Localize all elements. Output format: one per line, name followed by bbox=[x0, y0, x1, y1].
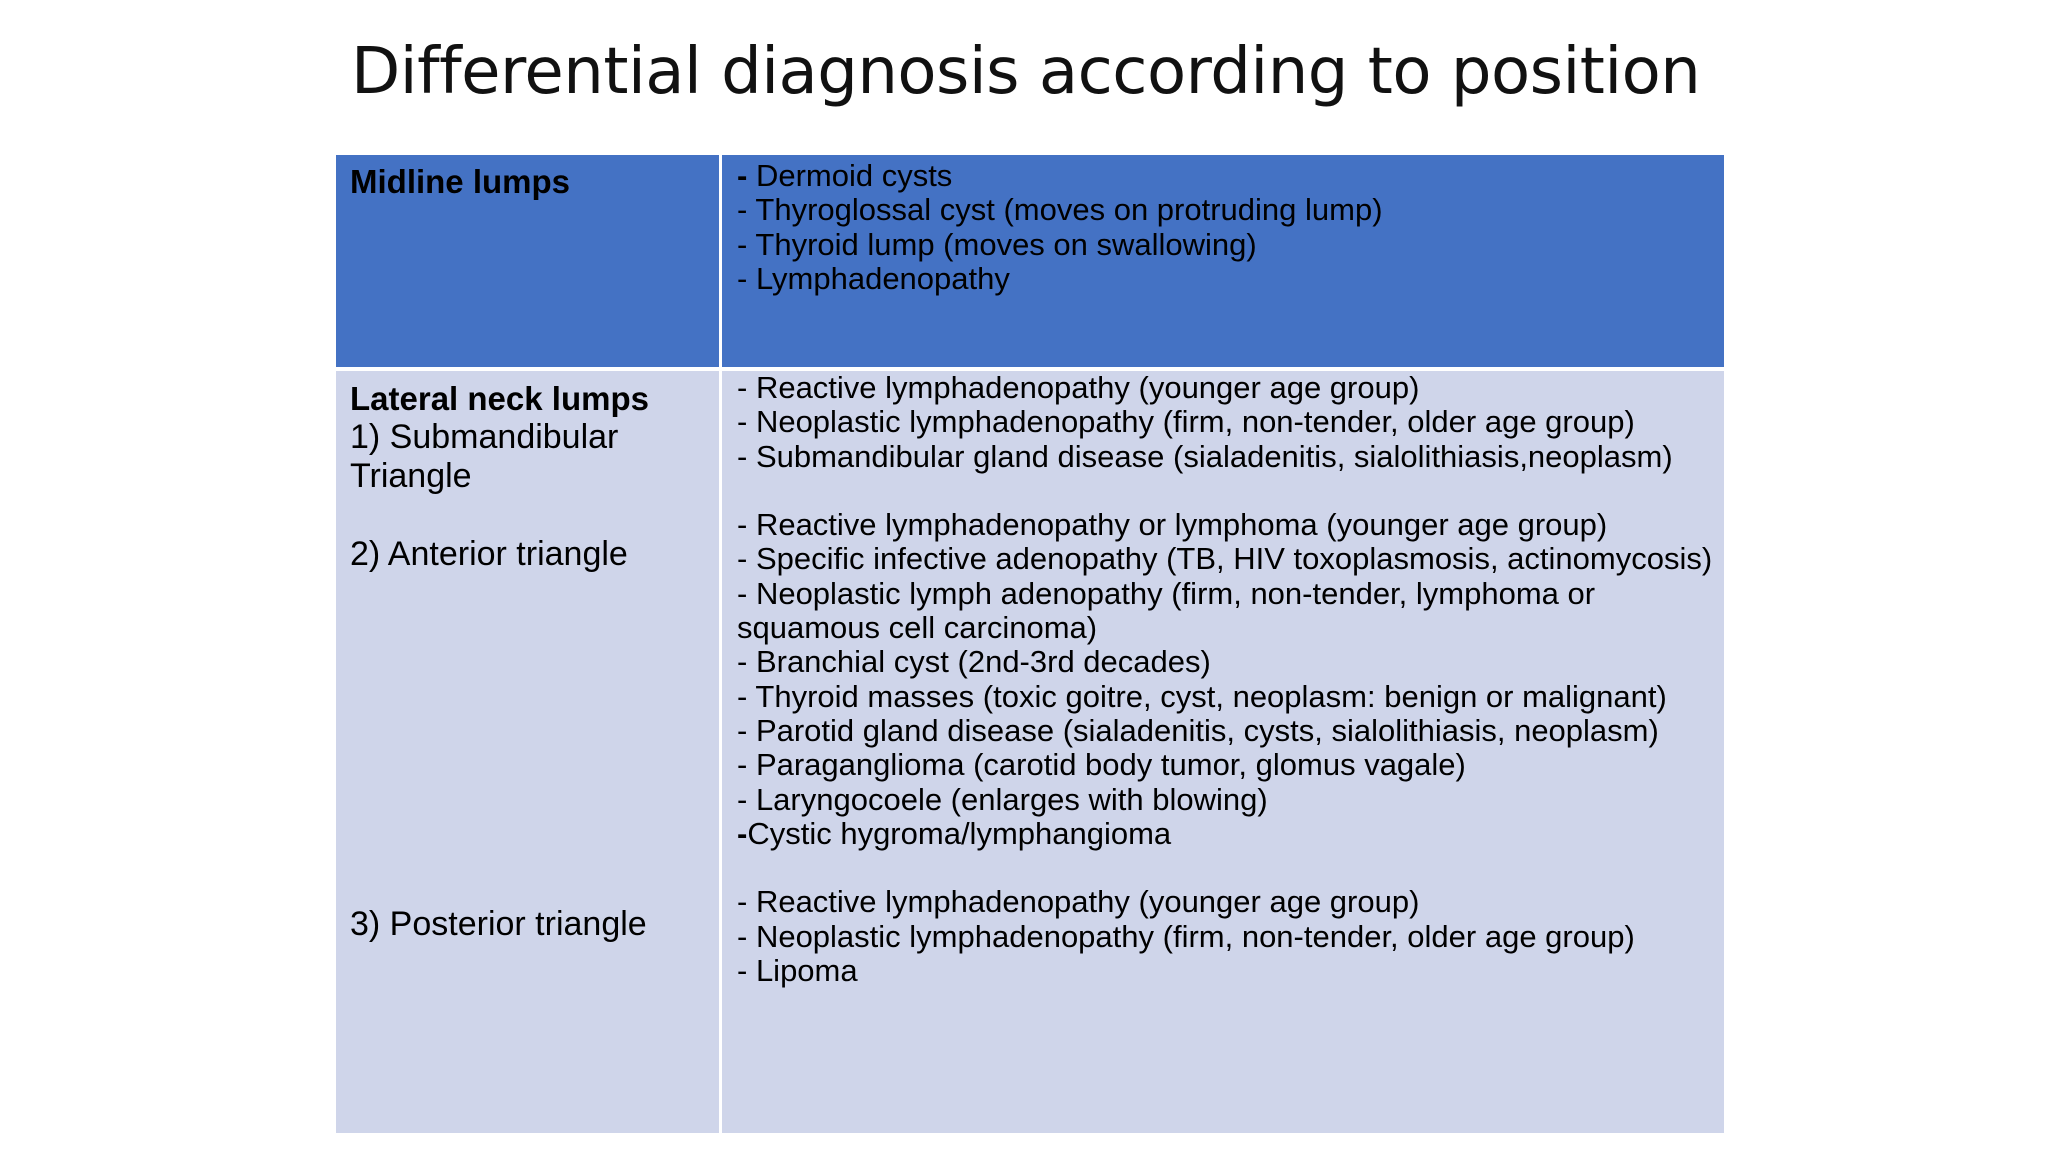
midline-item: - Thyroglossal cyst (moves on protruding… bbox=[737, 192, 1383, 228]
list-item: -Cystic hygroma/lymphangioma bbox=[737, 815, 1172, 851]
region-posterior: 3) Posterior triangle bbox=[350, 905, 647, 943]
lateral-heading: Lateral neck lumps bbox=[350, 380, 649, 417]
midline-heading: Midline lumps bbox=[350, 163, 571, 200]
slide-title: Differential diagnosis according to posi… bbox=[351, 35, 1701, 109]
list-item: - Branchial cyst (2nd-3rd decades) bbox=[737, 644, 1211, 680]
list-item: - Lipoma bbox=[737, 953, 858, 989]
list-item: - Submandibular gland disease (sialadeni… bbox=[737, 438, 1673, 474]
list-item: - Thyroid masses (toxic goitre, cyst, ne… bbox=[737, 678, 1667, 714]
list-item: - Neoplastic lymph adenopathy (firm, non… bbox=[737, 575, 1596, 611]
midline-items-cell: - Dermoid cysts - Thyroglossal cyst (mov… bbox=[722, 155, 1724, 367]
submandibular-items: - Reactive lymphadenopathy (younger age … bbox=[737, 371, 1724, 474]
midline-item: - Thyroid lump (moves on swallowing) bbox=[737, 226, 1257, 262]
list-item-continuation: squamous cell carcinoma) bbox=[737, 610, 1098, 646]
region-anterior: 2) Anterior triangle bbox=[350, 535, 628, 573]
list-item: - Reactive lymphadenopathy (younger age … bbox=[737, 371, 1420, 405]
list-item: - Parotid gland disease (sialadenitis, c… bbox=[737, 712, 1659, 748]
midline-item: - Lymphadenopathy bbox=[737, 260, 1010, 296]
anterior-items: - Reactive lymphadenopathy or lymphoma (… bbox=[737, 508, 1724, 851]
midline-item: - Dermoid cysts bbox=[737, 158, 953, 193]
list-item: - Paraganglioma (carotid body tumor, glo… bbox=[737, 747, 1466, 783]
list-item: - Reactive lymphadenopathy or lymphoma (… bbox=[737, 507, 1608, 543]
list-item: - Neoplastic lymphadenopathy (firm, non-… bbox=[737, 918, 1635, 954]
posterior-items: - Reactive lymphadenopathy (younger age … bbox=[737, 885, 1724, 988]
list-item: - Neoplastic lymphadenopathy (firm, non-… bbox=[737, 404, 1635, 440]
lateral-heading-cell: Lateral neck lumps 1) Submandibular Tria… bbox=[336, 371, 719, 1133]
list-item: - Laryngocoele (enlarges with blowing) bbox=[737, 781, 1268, 817]
list-item: - Specific infective adenopathy (TB, HIV… bbox=[737, 541, 1713, 577]
list-item: - Reactive lymphadenopathy (younger age … bbox=[737, 884, 1420, 920]
differential-diagnosis-table: Midline lumps - Dermoid cysts - Thyroglo… bbox=[336, 155, 1724, 1133]
region-submandibular: 1) Submandibular bbox=[350, 418, 619, 456]
region-submandibular-cont: Triangle bbox=[350, 457, 472, 495]
lateral-items-cell: - Reactive lymphadenopathy (younger age … bbox=[722, 371, 1724, 1133]
midline-heading-cell: Midline lumps bbox=[336, 155, 719, 367]
